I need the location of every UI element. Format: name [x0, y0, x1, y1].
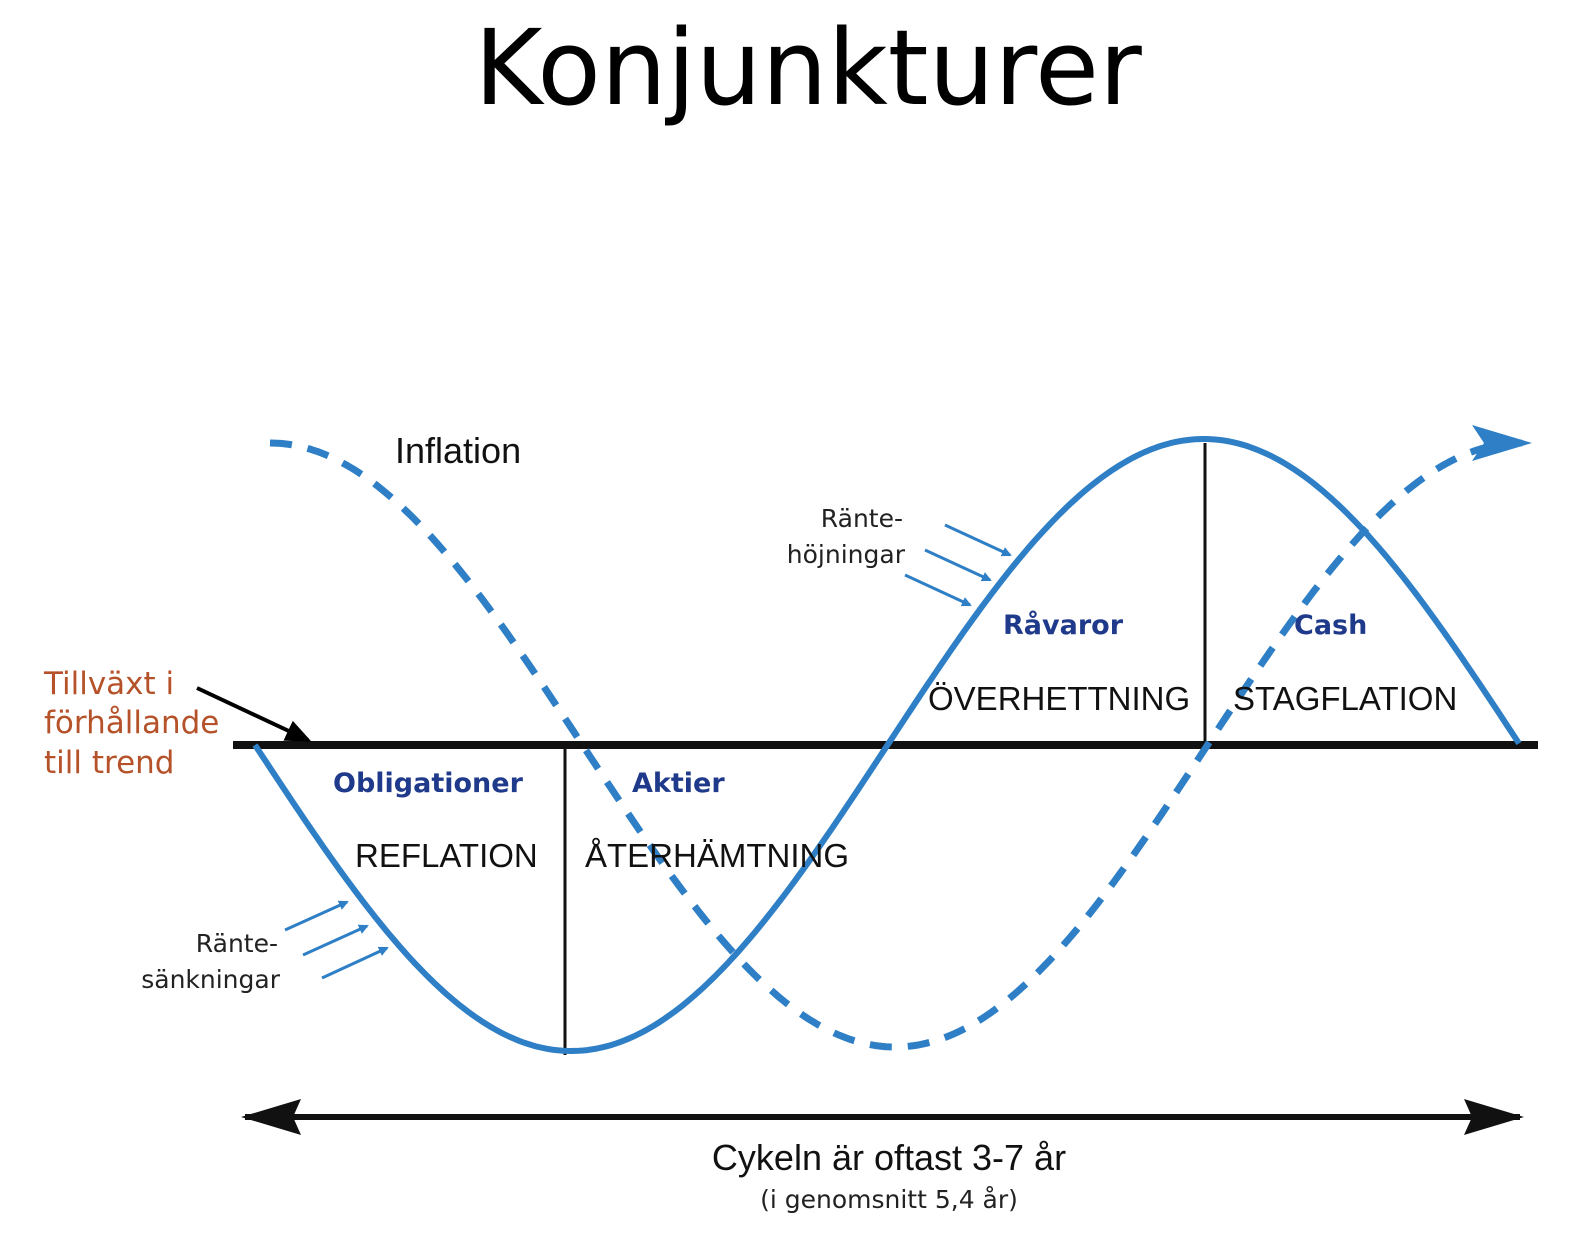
- phase-stagflation: STAGFLATION: [1233, 680, 1457, 717]
- cycle-average-label: (i genomsnitt 5,4 år): [760, 1185, 1018, 1214]
- rate-hikes-line1: Ränte-: [821, 504, 903, 533]
- rate-hike-arrows: [904, 523, 1012, 607]
- trend-pointer-arrow-icon: [196, 686, 312, 742]
- rate-cuts-line2: sänkningar: [141, 965, 280, 994]
- phase-reflation: REFLATION: [355, 837, 538, 874]
- growth-curve: [252, 436, 1522, 1055]
- cycle-length-label: Cykeln är oftast 3-7 år: [712, 1137, 1066, 1178]
- arrow-icon: [944, 523, 1012, 557]
- growth-label-line1: Tillväxt i: [43, 666, 174, 702]
- rate-cuts-line1: Ränte-: [196, 929, 278, 958]
- asset-cash: Cash: [1294, 610, 1367, 641]
- arrow-icon: [924, 548, 992, 582]
- phase-recovery: ÅTERHÄMTNING: [585, 837, 849, 874]
- growth-label-line2: förhållande: [44, 705, 219, 741]
- asset-bonds: Obligationer: [333, 768, 524, 799]
- asset-commodities: Råvaror: [1003, 609, 1124, 641]
- arrow-icon: [302, 924, 369, 957]
- arrow-icon: [321, 946, 389, 980]
- asset-stocks: Aktier: [632, 768, 725, 799]
- page-title: Konjunkturer: [474, 7, 1142, 129]
- arrow-icon: [904, 573, 972, 607]
- phase-overheating: ÖVERHETTNING: [928, 680, 1190, 717]
- growth-label-line3: till trend: [44, 745, 174, 781]
- inflation-label: Inflation: [395, 430, 521, 471]
- arrow-icon: [284, 900, 349, 932]
- rate-cut-arrows: [284, 900, 389, 980]
- inflation-curve: [269, 425, 1532, 1051]
- rate-hikes-line2: höjningar: [787, 540, 906, 569]
